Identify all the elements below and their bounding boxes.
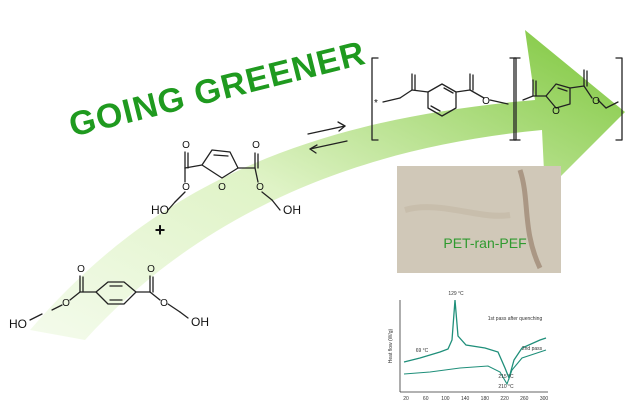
green-arrow-icon [30, 30, 625, 340]
svg-text:O: O [482, 96, 490, 107]
svg-text:O: O [62, 298, 70, 309]
svg-text:OH: OH [283, 203, 301, 217]
sample-label: PET-ran-PEF [443, 235, 526, 251]
dsc-x-tick-label: 300 [540, 396, 549, 402]
headline: GOING GREENER [65, 34, 369, 144]
svg-text:O: O [147, 264, 155, 275]
svg-text:OH: OH [191, 315, 209, 329]
equilibrium-arrows-icon [307, 121, 348, 154]
svg-text:O: O [552, 106, 560, 117]
polymer-structure: * O O O [371, 57, 623, 141]
svg-text:O: O [77, 264, 85, 275]
dsc-y-axis-label: Heat flow (W/g) [388, 328, 394, 363]
svg-text:129 °C: 129 °C [448, 291, 464, 297]
dsc-curve-first-pass [403, 299, 547, 381]
furan-diester-monomer: O O O O O HO OH [151, 140, 301, 217]
svg-text:O: O [256, 182, 264, 193]
dsc-x-tick-label: 100 [441, 396, 450, 402]
svg-text:O: O [182, 140, 190, 151]
svg-text:2nd pass: 2nd pass [522, 346, 543, 352]
svg-text:HO: HO [151, 203, 169, 217]
dsc-thermogram: Heat flow (W/g) 20 60 100 140 180 220 260 300 1… [388, 291, 548, 402]
svg-text:*: * [374, 98, 378, 109]
svg-text:O: O [218, 182, 226, 193]
dsc-x-tick-label: 220 [500, 396, 509, 402]
svg-text:69 °C: 69 °C [416, 348, 429, 354]
plus-sign: + [155, 220, 166, 240]
svg-text:HO: HO [9, 317, 27, 331]
svg-text:O: O [252, 140, 260, 151]
dsc-x-tick-label: 140 [461, 396, 470, 402]
dsc-x-tick-label: 260 [520, 396, 529, 402]
svg-text:O: O [592, 96, 600, 107]
sample-photo: PET-ran-PEF [397, 166, 561, 273]
svg-text:215 °C: 215 °C [498, 374, 514, 380]
svg-text:O: O [182, 182, 190, 193]
dsc-curve-second-pass [403, 349, 547, 386]
svg-text:O: O [160, 298, 168, 309]
terephthalate-diester-monomer: O O O O HO OH [9, 264, 209, 331]
dsc-x-tick-label: 180 [481, 396, 490, 402]
dsc-x-ticks: 20 60 100 140 180 220 260 300 [403, 396, 548, 402]
svg-text:1st pass after quenching: 1st pass after quenching [488, 316, 543, 322]
svg-text:210 °C: 210 °C [498, 384, 514, 390]
dsc-x-tick-label: 60 [423, 396, 429, 402]
dsc-x-tick-label: 20 [403, 396, 409, 402]
